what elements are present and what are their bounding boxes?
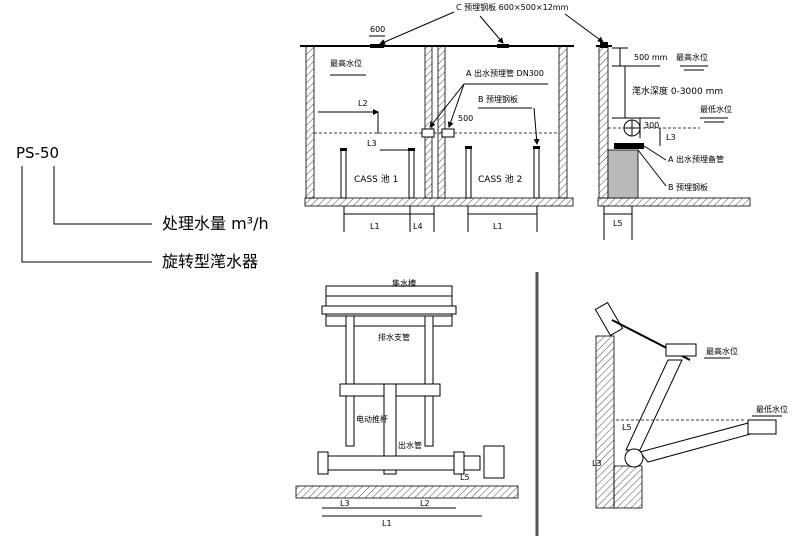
min-level-br: 最低水位	[756, 404, 788, 414]
swing-arm	[625, 359, 683, 451]
tank-slab	[304, 197, 574, 207]
drop-pipe-3-cap	[465, 146, 472, 149]
outlet-pipe-label: 出水管	[398, 440, 422, 450]
center-column	[383, 383, 397, 475]
drop-pipe-2	[408, 149, 415, 199]
l1-right-label: L1	[493, 222, 503, 231]
bl-l3-label: L3	[340, 499, 350, 508]
drop-pipe-4	[533, 147, 540, 199]
wall-middle-b	[437, 45, 446, 199]
plate-c-arrow-3	[564, 13, 604, 43]
plate-c-right	[600, 42, 608, 48]
max-level-right: 最高水位	[676, 52, 708, 62]
pipe-a-arrow-2	[447, 83, 465, 128]
pipe-a-right-label: A 出水预埋备管	[668, 154, 724, 164]
cass-2-label: CASS 池 2	[478, 173, 522, 185]
dim-500: 500	[458, 114, 473, 123]
type-leader-line	[21, 166, 152, 263]
wall-middle-a	[424, 45, 433, 199]
l5-label: L5	[613, 219, 623, 228]
collector-label: 集水槽	[392, 278, 416, 288]
type-label: 旋转型滗水器	[162, 252, 258, 271]
bl-l2-label: L2	[420, 499, 430, 508]
flow-leader-line	[53, 166, 152, 225]
outlet-pipe-a-right	[441, 128, 455, 138]
br-l5-label: L5	[622, 423, 632, 432]
plate-b-right-label: B 预埋钢板	[668, 182, 708, 192]
bearing-right	[453, 451, 465, 475]
max-level-left: 最高水位	[330, 58, 362, 68]
outlet-pipe-a-left	[421, 128, 435, 138]
drop-pipe-4-cap	[533, 146, 540, 149]
plate-c-arrow-1	[379, 11, 455, 45]
l4-label: L4	[413, 222, 423, 231]
leg-left	[345, 315, 355, 447]
wall-flange	[483, 445, 505, 479]
wall-right	[558, 45, 568, 199]
side-base	[613, 465, 643, 509]
pipe-a-arrow-1	[429, 83, 465, 128]
l3-right-label: L3	[666, 133, 676, 142]
right-slab	[597, 197, 751, 207]
plate-c-arrow-2	[479, 15, 504, 44]
plate-b-right	[614, 143, 644, 149]
float-upper	[665, 343, 697, 357]
tank-section-drawing: C 预埋钢板 600×500×12mm 600 最高水位 L2 L3 CASS …	[300, 2, 751, 240]
model-code: PS-50	[16, 144, 59, 162]
bl-l1-label: L1	[382, 519, 392, 528]
float-lower	[747, 419, 777, 435]
pivot	[624, 448, 644, 468]
drop-pipe-3	[465, 147, 472, 199]
plate-b-right-leader	[637, 149, 667, 187]
max-level-br: 最高水位	[706, 346, 738, 356]
front-view-drawing: 集水槽 排水支管 电动推杆 出水管 L5 L3 L2 L1	[295, 278, 519, 528]
pipe-a-right-leader	[643, 145, 667, 161]
drop-pipe-1	[340, 149, 347, 199]
drain-pipe-label: 排水支管	[378, 332, 410, 342]
flow-label: 处理水量 m³/h	[162, 214, 269, 233]
plate-c-left	[370, 44, 384, 48]
actuator-motor	[594, 301, 624, 337]
collector-tube	[321, 305, 457, 315]
motor-hinge-label: 电动推杆	[356, 414, 388, 424]
swing-arm-lowered	[639, 421, 759, 463]
dim-600: 600	[370, 25, 385, 34]
wall-left	[305, 45, 315, 199]
decant-depth: 滗水深度 0-3000 mm	[632, 85, 723, 97]
cass-1-label: CASS 池 1	[354, 173, 398, 185]
min-level-right: 最低水位	[700, 104, 732, 114]
dim-500mm-label: 500 mm	[634, 53, 668, 62]
drop-pipe-2-cap	[408, 148, 415, 151]
br-l3-label: L3	[592, 459, 602, 468]
l5-bl-label: L5	[460, 473, 470, 482]
leg-right	[424, 315, 434, 447]
front-floor	[295, 485, 519, 499]
bearing-left	[317, 451, 329, 475]
side-view-drawing: 最高水位 最低水位 L5 L3	[592, 301, 788, 509]
wall-far-right	[598, 45, 609, 199]
l1-left-label: L1	[370, 222, 380, 231]
l3-left-label: L3	[367, 139, 377, 148]
plate-c-mid	[497, 44, 509, 48]
dim-300-label: 300	[644, 121, 659, 130]
right-tank-fill	[607, 149, 639, 199]
pipe-a-label: A 出水预埋管 DN300	[466, 68, 544, 78]
model-code-diagram: PS-50 处理水量 m³/h 旋转型滗水器	[16, 144, 269, 271]
plate-b-arrow	[533, 107, 540, 145]
l2-label: L2	[358, 99, 368, 108]
drop-pipe-1-cap	[340, 148, 347, 151]
side-wall	[595, 335, 615, 509]
plate-b-label: B 预埋钢板	[478, 94, 518, 104]
plate-c-label: C 预埋钢板 600×500×12mm	[456, 2, 569, 12]
